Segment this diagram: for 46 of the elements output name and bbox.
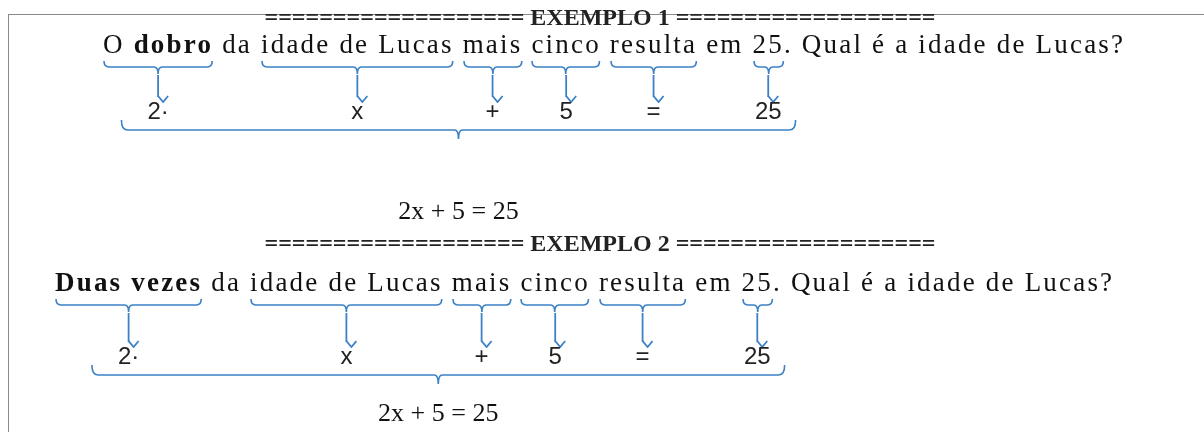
sentence-text: . Qual é a idade de Lucas? (783, 29, 1126, 59)
math-symbol: + (485, 98, 500, 124)
arrow (480, 312, 493, 348)
phrase-text: 25 (741, 267, 773, 297)
phrase-text: resulta (598, 267, 687, 297)
math-symbol: = (646, 98, 661, 124)
arrow (641, 312, 654, 348)
arrow (554, 312, 567, 348)
math-symbol: 25 (743, 343, 771, 369)
math-symbol: = (635, 343, 650, 369)
math-symbol: 5 (548, 343, 562, 369)
arrow (652, 74, 665, 103)
phrase-text: mais (462, 29, 523, 59)
arrow (565, 74, 578, 103)
phrase-text: 25 (752, 29, 784, 59)
sentence-text: da (222, 29, 253, 59)
phrase-text: idade de Lucas (261, 29, 454, 59)
arrow (756, 312, 769, 348)
phrase-text: resulta (609, 29, 698, 59)
arrow (491, 74, 504, 103)
sentence-text: . Qual é a idade de Lucas? (773, 267, 1115, 297)
arrow (127, 312, 140, 348)
equation: 2x + 5 = 25 (378, 398, 499, 428)
math-symbol: 5 (559, 98, 573, 124)
sentence-text: em (706, 29, 744, 59)
math-symbol: 2· (117, 343, 140, 369)
sentence-text: em (695, 267, 733, 297)
phrase-text: cinco (520, 267, 590, 297)
example-heading: =================== EXEMPLO 2 =================== (264, 230, 936, 256)
phrase-text: O dobro (103, 29, 214, 59)
sentence-text: da (211, 267, 242, 297)
math-symbol: 2· (147, 98, 169, 124)
phrase-text: mais (451, 267, 512, 297)
arrow (356, 74, 369, 103)
example-heading: =================== EXEMPLO 1 =================== (264, 4, 936, 30)
arrow (157, 74, 169, 103)
math-symbol: x (351, 98, 364, 124)
phrase-text: cinco (531, 29, 601, 59)
phrase-text: Duas vezes (55, 267, 203, 297)
equation: 2x + 5 = 25 (398, 196, 519, 226)
arrow (767, 74, 780, 103)
math-symbol: 25 (754, 98, 782, 124)
phrase-text: idade de Lucas (250, 267, 443, 297)
arrow (345, 312, 358, 348)
math-symbol: x (340, 343, 353, 369)
math-symbol: + (474, 343, 489, 369)
